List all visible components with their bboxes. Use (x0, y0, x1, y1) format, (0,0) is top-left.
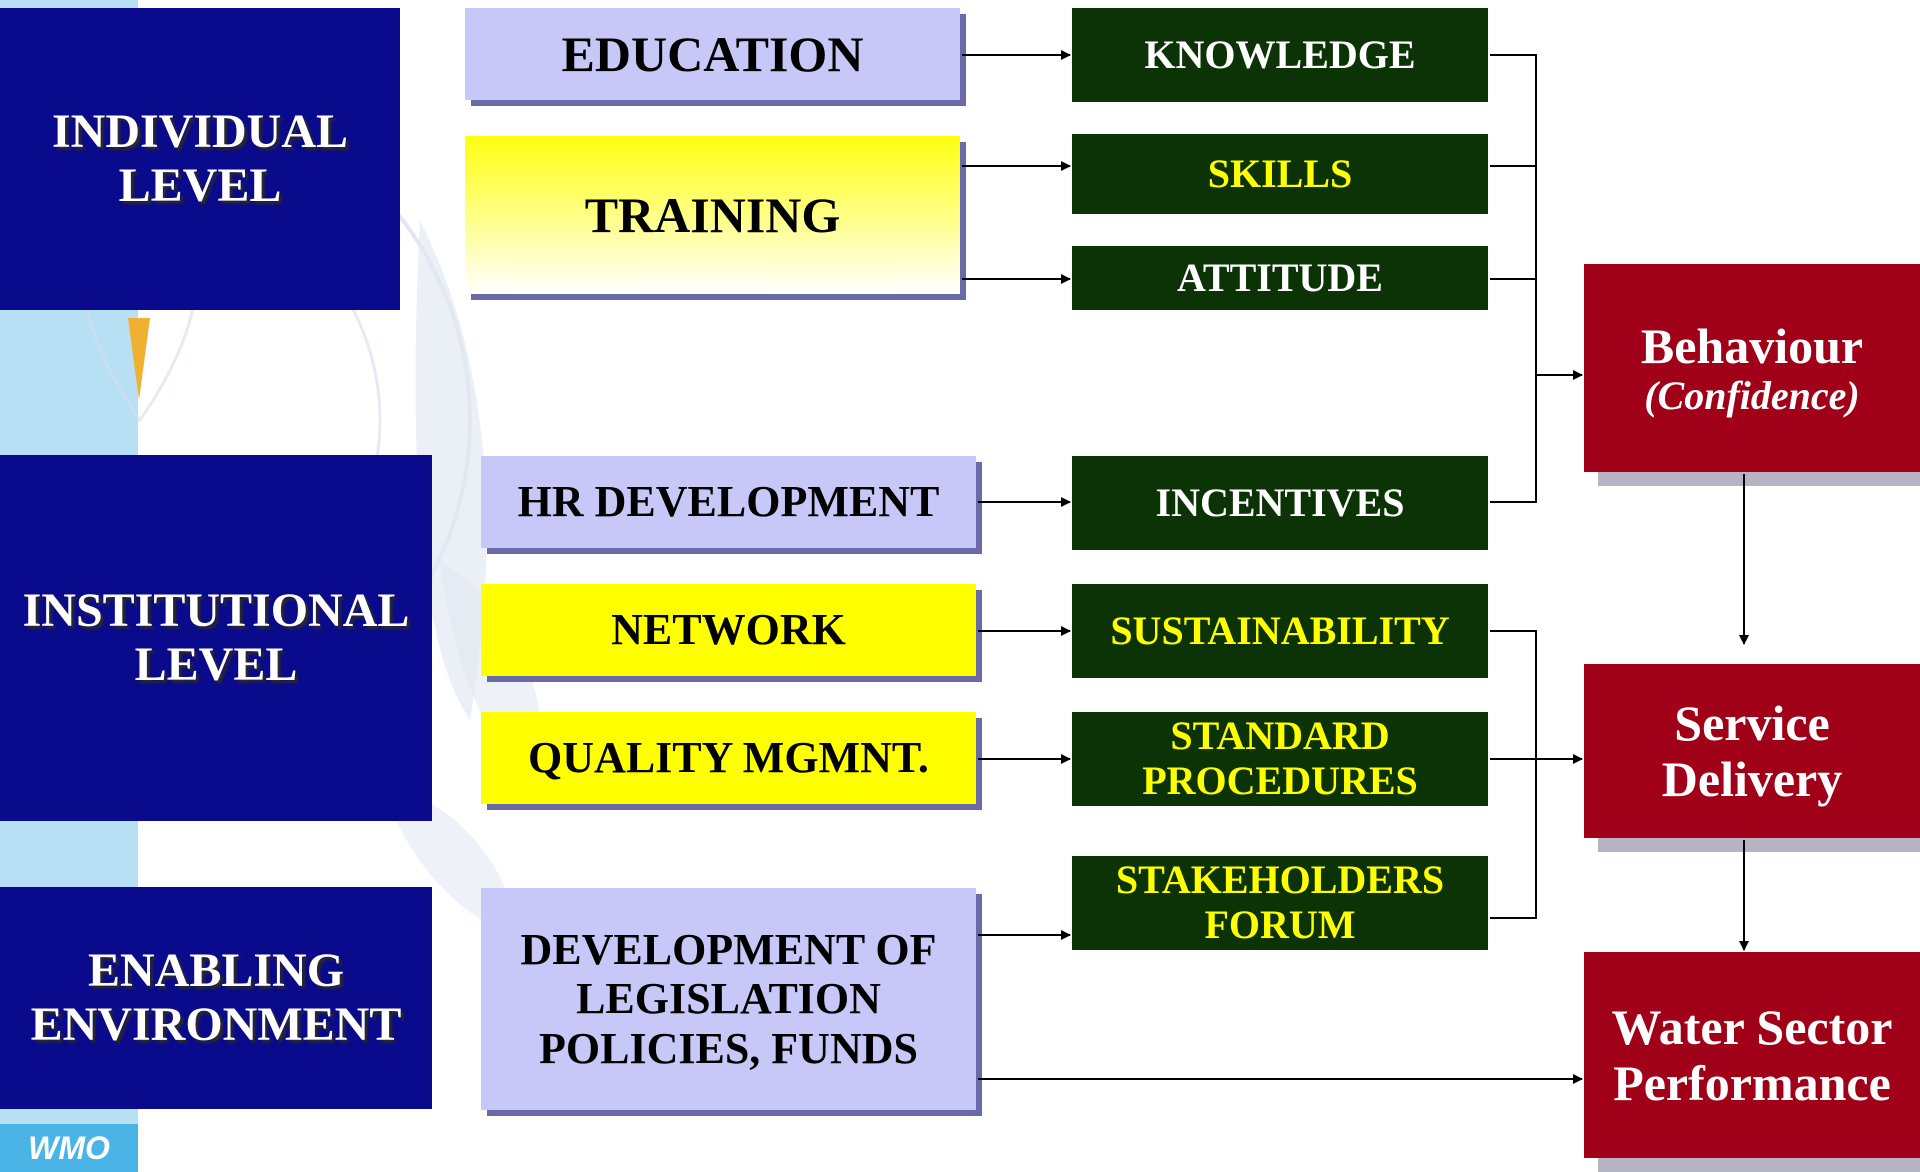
hr-development-box: HR DEVELOPMENT (481, 456, 976, 548)
individual-level-box: INDIVIDUAL LEVEL (0, 8, 400, 310)
training-box: TRAINING (465, 136, 960, 294)
attitude-box: ATTITUDE (1072, 246, 1488, 310)
institutional-level-box: INSTITUTIONAL LEVEL (0, 455, 432, 821)
water-sector-performance-box: Water Sector Performance (1584, 952, 1920, 1158)
behaviour-box: Behaviour (Confidence) (1584, 264, 1920, 472)
behaviour-subtitle: (Confidence) (1644, 372, 1860, 418)
incentives-box: INCENTIVES (1072, 456, 1488, 550)
education-box: EDUCATION (465, 8, 960, 100)
skills-box: SKILLS (1072, 134, 1488, 214)
quality-mgmnt-box: QUALITY MGMNT. (481, 712, 976, 804)
service-delivery-box: Service Delivery (1584, 664, 1920, 838)
wmo-logo: WMO (0, 1124, 138, 1172)
knowledge-box: KNOWLEDGE (1072, 8, 1488, 102)
legislation-box: DEVELOPMENT OF LEGISLATION POLICIES, FUN… (481, 888, 976, 1110)
network-box: NETWORK (481, 584, 976, 676)
behaviour-title: Behaviour (1640, 317, 1864, 374)
sustainability-box: SUSTAINABILITY (1072, 584, 1488, 678)
bracket-institutional-outcomes (1490, 630, 1537, 919)
standard-procedures-box: STANDARD PROCEDURES (1072, 712, 1488, 806)
enabling-environment-box: ENABLING ENVIRONMENT (0, 887, 432, 1109)
stakeholders-forum-box: STAKEHOLDERS FORUM (1072, 856, 1488, 950)
